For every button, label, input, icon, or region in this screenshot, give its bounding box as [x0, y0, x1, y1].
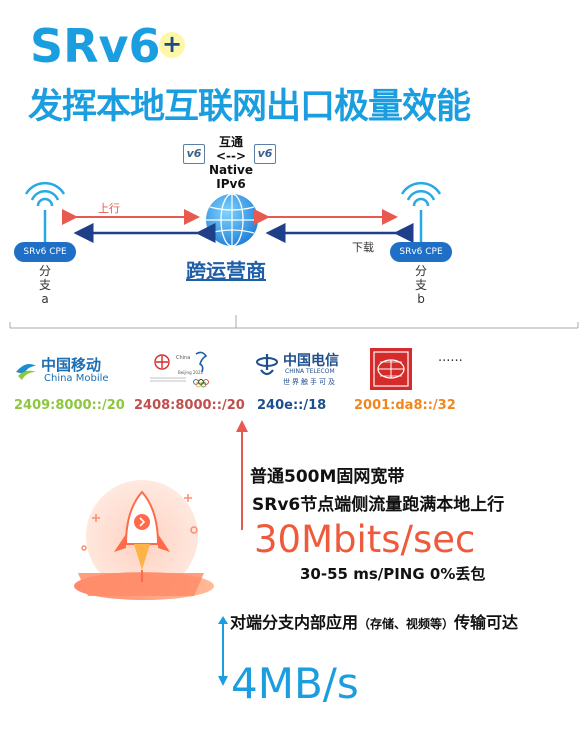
branch-a-label: 分 支 a	[38, 264, 51, 306]
interconnect-label: 互通	[218, 135, 243, 149]
remote-transfer-speed: 4MB/s	[231, 659, 359, 708]
china-telecom-icon	[256, 354, 278, 376]
network-diagram	[9, 181, 579, 329]
cpe-badge-a: SRv6 CPE	[14, 242, 76, 262]
more-carriers-ellipsis: ······	[438, 354, 463, 369]
downlink-vertical-arrow	[218, 616, 228, 686]
cernet-icon	[370, 348, 412, 390]
uplink-vertical-arrow	[236, 420, 248, 530]
cpe-badge-b: SRv6 CPE	[390, 242, 452, 262]
cernet-logo	[370, 348, 412, 390]
ipv6-label: IPv6	[216, 177, 246, 191]
plus-badge: +	[159, 32, 185, 58]
remote-app-description: 对端分支内部应用（存储、视频等）传输可达	[230, 613, 519, 632]
uplink-label: 上行	[98, 202, 120, 215]
ipv6-badge-left: v6	[183, 144, 205, 164]
china-unicom-icon: China Beijing 2022	[150, 351, 209, 388]
wifi-icon-right	[400, 181, 442, 242]
prefix-china-mobile: 2409:8000::/20	[14, 398, 125, 413]
prefix-cernet: 2001:da8::/32	[354, 398, 456, 413]
china-telecom-logo: 中国电信 CHINA TELECOM 世界触手可及	[255, 350, 355, 390]
rocket-illustration	[74, 480, 214, 600]
china-unicom-logo: China Beijing 2022	[146, 348, 222, 390]
native-label: Native	[209, 163, 253, 177]
china-mobile-icon	[16, 364, 36, 380]
uplink-description: SRv6节点端侧流量跑满本地上行	[252, 495, 505, 515]
page-subtitle: 发挥本地互联网出口极量效能	[28, 87, 471, 127]
ipv6-badge-right: v6	[254, 144, 276, 164]
china-mobile-logo: 中国移动 China Mobile	[14, 352, 124, 392]
broadband-description: 普通500M固网宽带	[250, 467, 405, 487]
svg-text:Beijing 2022: Beijing 2022	[178, 370, 204, 375]
globe-icon	[206, 193, 258, 247]
remote-app-note: （存储、视频等）	[358, 617, 455, 631]
ping-stats: 30-55 ms/PING 0%丢包	[300, 565, 486, 583]
prefix-china-telecom: 240e::/18	[257, 398, 327, 413]
uplink-speed: 30Mbits/sec	[254, 518, 476, 561]
branch-b-label: 分 支 b	[414, 264, 427, 306]
interconnect-arrow: <-->	[215, 149, 247, 163]
prefix-china-unicom: 2408:8000::/20	[134, 398, 245, 413]
downlink-label: 下载	[352, 241, 374, 254]
page-title: SRv6	[30, 19, 161, 73]
cross-operator-label: 跨运营商	[186, 259, 266, 283]
svg-text:China: China	[176, 355, 190, 361]
wifi-icon-left	[24, 181, 66, 242]
